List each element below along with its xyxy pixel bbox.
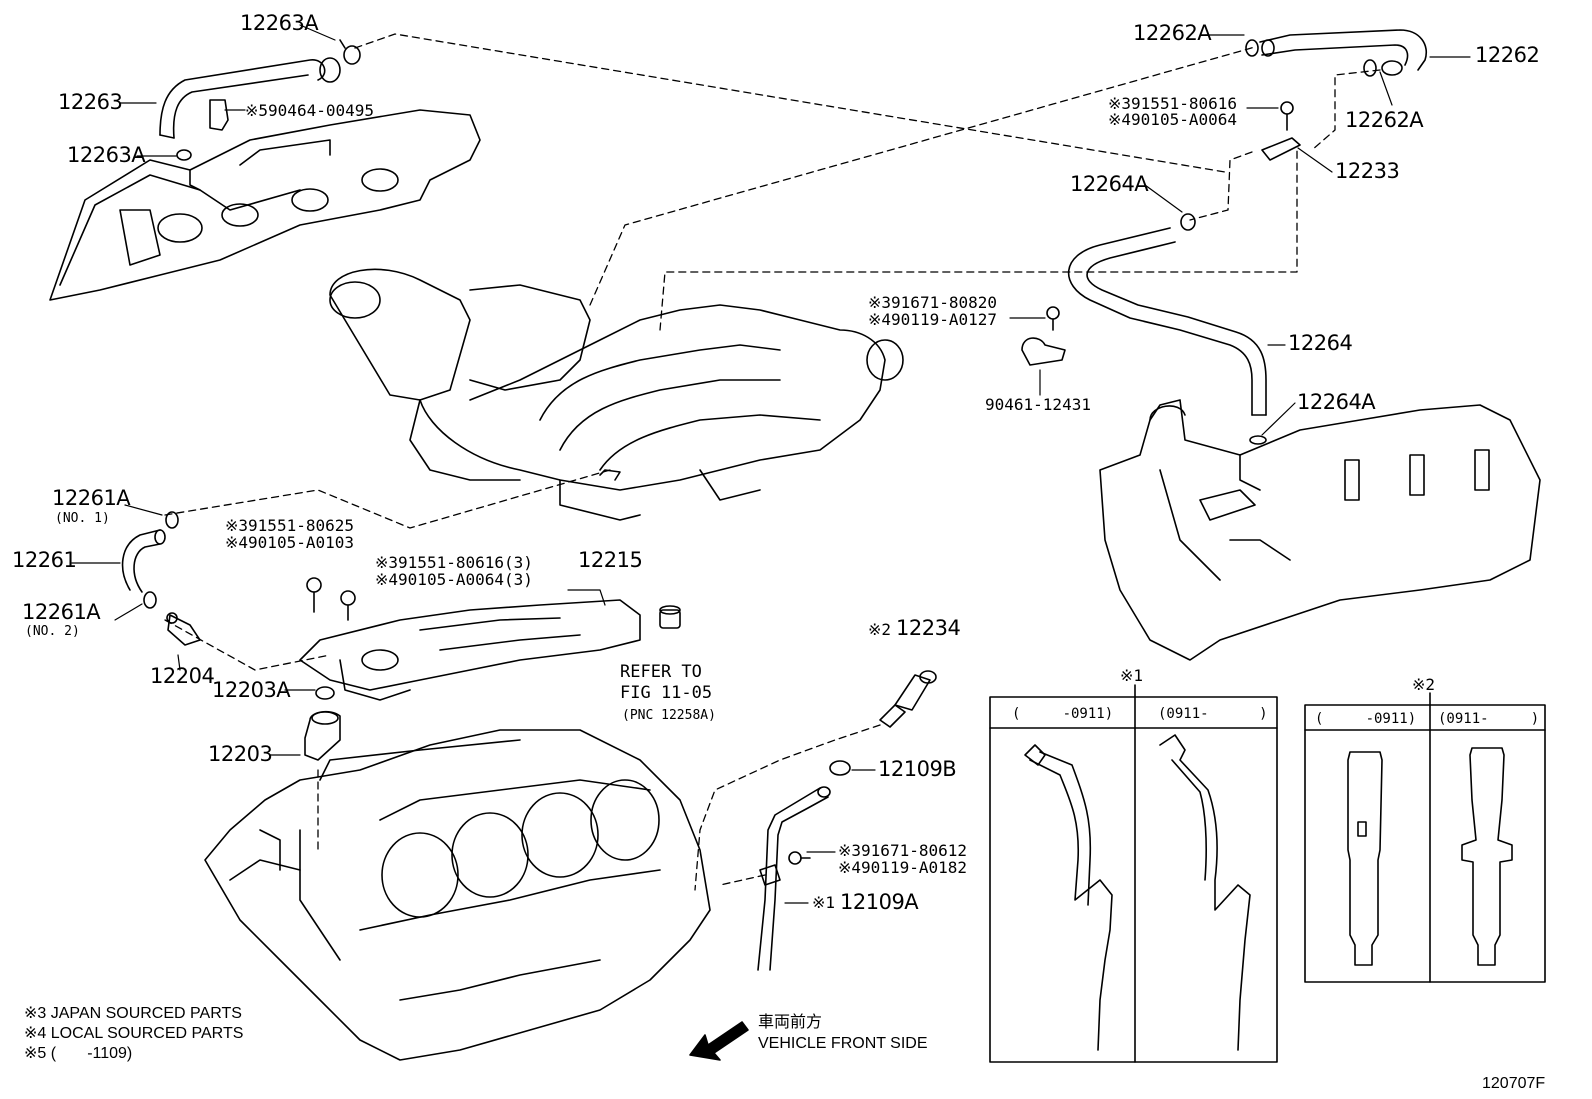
hose-12263 (159, 57, 341, 139)
callout-91551-80625: ※391551-80625 (225, 516, 354, 535)
callout-91671-80820: ※391671-80820 (868, 293, 997, 312)
variant-table-2-col1: ( -0911) (1315, 711, 1417, 727)
intake-manifold (329, 268, 904, 521)
callout-90461-12431: 90461-12431 (985, 395, 1091, 414)
callout-12109B: 12109B (878, 757, 957, 781)
hose-clamp-12261A-no2 (143, 591, 157, 609)
valve-cover-right (1099, 399, 1541, 661)
hose-clamp-12261A-no1 (165, 511, 179, 529)
variant-table-1 (989, 684, 1278, 1063)
pcv-valve-12204 (166, 612, 201, 646)
callout-12262: 12262 (1475, 43, 1540, 67)
callout-12261A-no1-sub: (NO. 1) (55, 511, 110, 526)
callout-12234: 12234 (896, 616, 961, 640)
bolt-91551-80616 (1280, 101, 1294, 131)
note-japan-sourced: ※3 JAPAN SOURCED PARTS (24, 1005, 242, 1022)
valve-cover-left (49, 109, 481, 301)
hose-clamp-12264A-top (1180, 213, 1196, 231)
callout-12261A-no2-sub: (NO. 2) (25, 624, 80, 639)
hose-clamp-12264A-bot (1249, 435, 1267, 445)
callout-90105-A0103: ※490105-A0103 (225, 533, 354, 552)
refer-to-line2: FIG 11-05 (620, 683, 713, 703)
callout-91551-80616-x3: ※391551-80616(3) (375, 553, 533, 572)
refer-to-line3: (PNC 12258A) (622, 708, 716, 723)
callout-12264A-bottom: 12264A (1297, 390, 1376, 414)
callout-91551-80616: ※391551-80616 (1108, 94, 1237, 113)
variant-table-1-col2: (0911- ) (1158, 706, 1268, 722)
callout-90119-A0182: ※490119-A0182 (838, 858, 967, 877)
dipstick-12234 (879, 670, 937, 728)
variant-table-2 (1304, 692, 1546, 983)
hose-12261 (121, 529, 166, 593)
dashed-reference-lines (164, 33, 1381, 891)
dipstick-guide-12109A (757, 786, 831, 971)
callout-12262A-right: 12262A (1345, 108, 1424, 132)
note-local-sourced: ※4 LOCAL SOURCED PARTS (24, 1025, 244, 1042)
engine-block (204, 729, 711, 1061)
callout-90464-00495: ※590464-00495 (245, 101, 374, 120)
bolt-91671-80612 (788, 851, 811, 865)
hose-clamp-12262A-right (1363, 59, 1377, 77)
hose-clamp-12262A-left (1245, 39, 1259, 57)
hose-12262 (1259, 29, 1427, 76)
vehicle-front-label-jp: 車両前方 (758, 1014, 823, 1031)
callout-12261: 12261 (12, 548, 77, 572)
callout-12234-mark: ※2 (868, 620, 892, 639)
callout-12109A-mark: ※1 (812, 893, 836, 912)
clamp-90461-12431 (1021, 337, 1066, 366)
diagram-id: 120707F (1482, 1075, 1546, 1092)
variant-table-1-col1: ( -0911) (1012, 706, 1114, 722)
variant-table-1-mark: ※1 (1120, 666, 1144, 685)
baffle-plate-12215 (299, 599, 641, 701)
callout-12263: 12263 (58, 90, 123, 114)
callout-12215: 12215 (578, 548, 643, 572)
callout-12263A-top: 12263A (240, 11, 319, 35)
callout-12204: 12204 (150, 664, 215, 688)
vehicle-front-label-en: VEHICLE FRONT SIDE (758, 1035, 928, 1052)
bolt-91551-80616-x3 (340, 590, 356, 621)
callout-12264A-top: 12264A (1070, 172, 1149, 196)
callout-12263A-bottom: 12263A (67, 143, 146, 167)
callout-91671-80612: ※391671-80612 (838, 841, 967, 860)
bolt-91671-80820 (1046, 306, 1060, 331)
refer-to-line1: REFER TO (620, 662, 702, 682)
callout-12109A: 12109A (840, 890, 919, 914)
callout-12261A-no2: 12261A (22, 600, 101, 624)
pcv-fitting-12233 (1261, 137, 1301, 161)
hose-12264 (1067, 227, 1267, 416)
callout-12233: 12233 (1335, 159, 1400, 183)
plug-12258A (659, 605, 681, 629)
callout-12203: 12203 (208, 742, 273, 766)
vehicle-front-arrow (689, 1021, 749, 1061)
callout-12262A-left: 12262A (1133, 21, 1212, 45)
note-date-range: ※5 ( -1109) (24, 1045, 133, 1062)
o-ring-12109B (829, 760, 851, 776)
pipe-12203 (304, 710, 341, 761)
callout-90105-A0064: ※490105-A0064 (1108, 110, 1237, 129)
callout-12261A-no1: 12261A (52, 486, 131, 510)
gasket-12203A (315, 686, 335, 700)
callout-12264: 12264 (1288, 331, 1353, 355)
variant-table-2-col2: (0911- ) (1438, 711, 1540, 727)
variant-table-2-mark: ※2 (1412, 675, 1436, 694)
leader-lines (71, 24, 1471, 904)
callout-90119-A0127: ※490119-A0127 (868, 310, 997, 329)
callout-90105-A0064-x3: ※490105-A0064(3) (375, 570, 533, 589)
hose-clamp-12263A-top (339, 39, 361, 65)
callout-12203A: 12203A (212, 678, 291, 702)
hose-clamp-12263A-bot (176, 149, 192, 161)
bolt-91551-80625 (306, 577, 322, 613)
